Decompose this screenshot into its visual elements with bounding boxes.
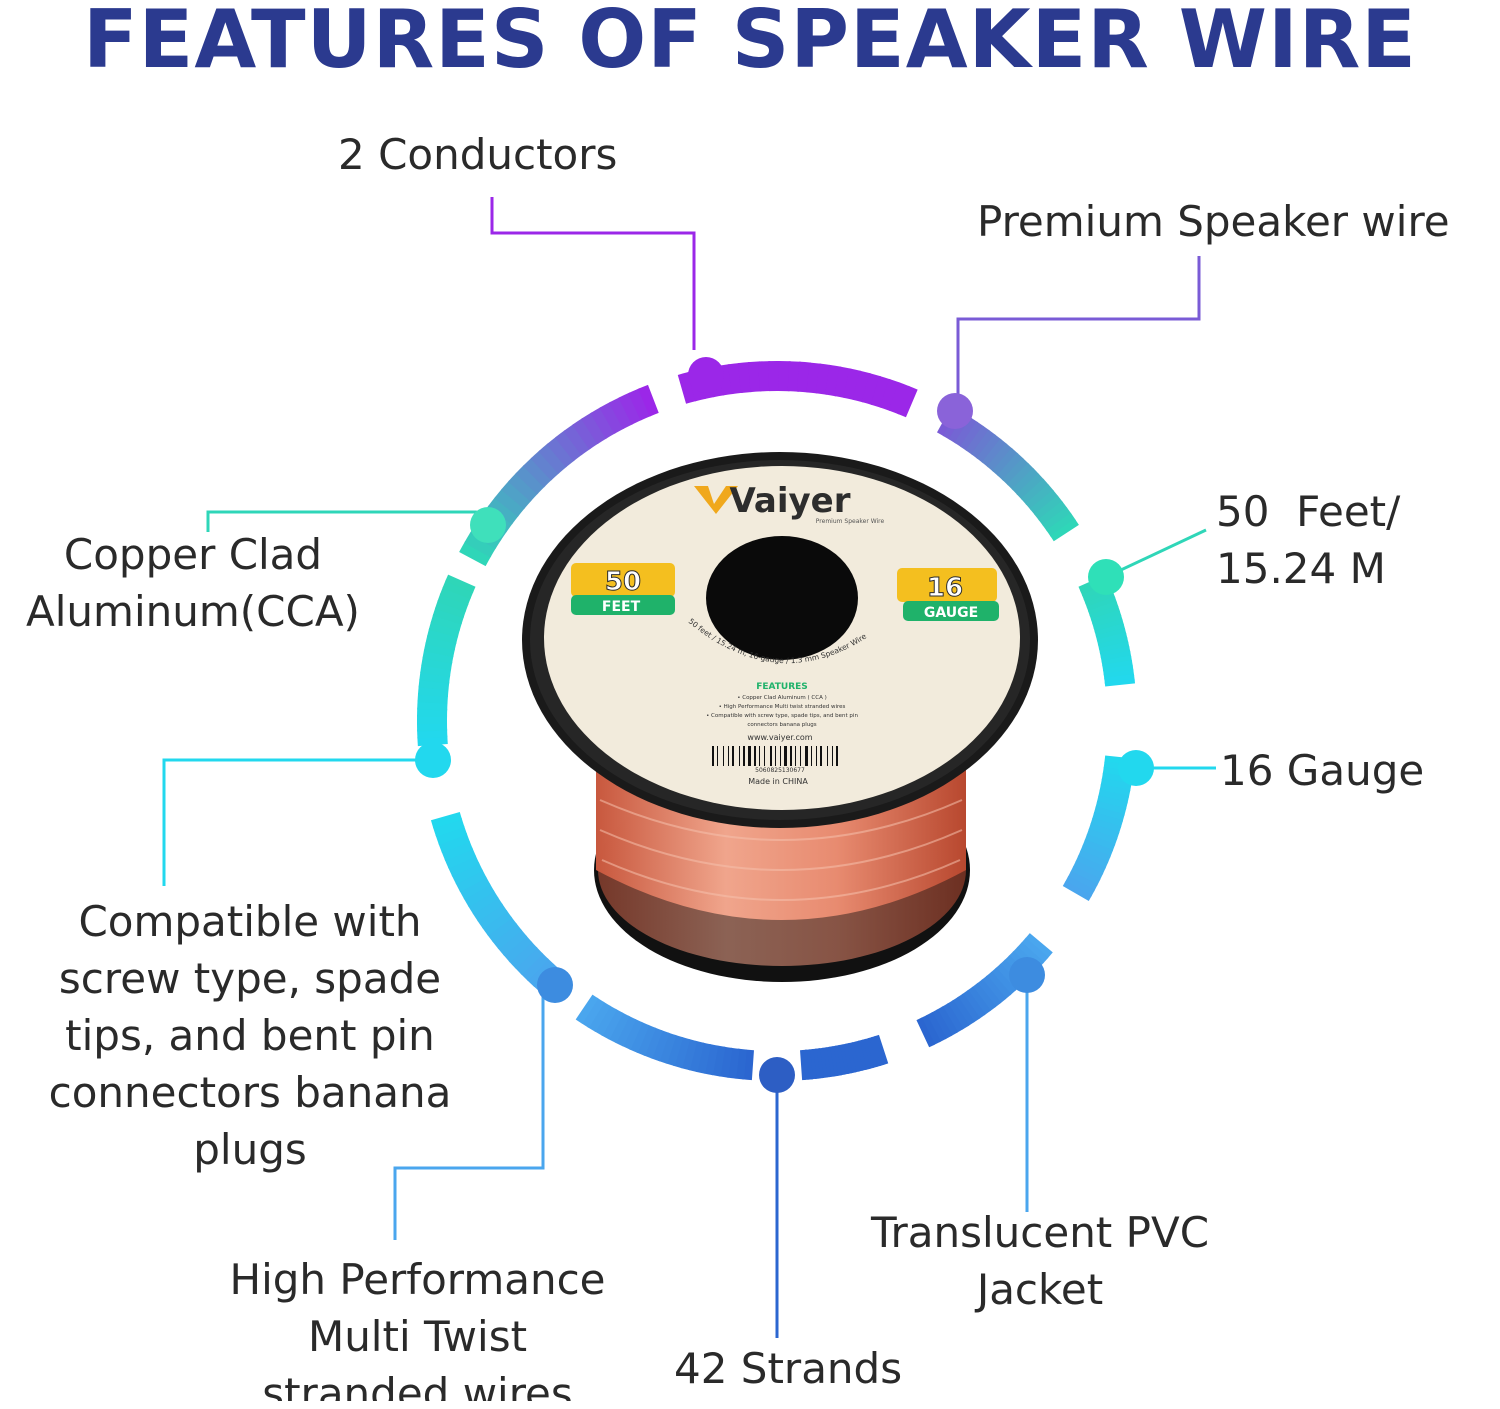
ring-segment <box>546 436 575 468</box>
feature-performance: High Performance Multi Twist stranded wi… <box>229 1255 606 1401</box>
length-badge: 50 FEET <box>571 563 675 615</box>
barcode-bar <box>795 746 796 766</box>
barcode-bar <box>784 746 787 766</box>
feature-compatible: Compatible with screw type, spade tips, … <box>48 897 452 1174</box>
connector-performance <box>393 985 545 1240</box>
ring-segment <box>638 384 659 417</box>
dot-performance <box>537 967 573 1003</box>
dot-strands <box>759 1057 795 1093</box>
ring-segment <box>494 488 526 517</box>
barcode-bar <box>832 746 833 766</box>
badge-length-value: 50 <box>605 567 641 597</box>
barcode-bar <box>805 746 808 766</box>
ring-segment <box>916 1017 936 1048</box>
barcode-bar <box>816 746 817 766</box>
badge-gauge-unit: GAUGE <box>924 605 978 621</box>
barcode-bar <box>820 746 822 766</box>
feature-cca: Copper Clad Aluminum(CCA) <box>26 530 360 636</box>
badge-gauge-value: 16 <box>927 573 963 603</box>
ring-segment <box>618 392 643 425</box>
barcode-bar <box>723 746 724 766</box>
barcode <box>712 746 838 766</box>
ring-segment <box>599 401 625 434</box>
connector-length <box>1105 528 1207 579</box>
brand-name: Vaiyer <box>729 481 850 521</box>
barcode-bar <box>728 746 729 766</box>
brand-tagline: Premium Speaker Wire <box>816 518 885 525</box>
ring-segment <box>501 480 532 510</box>
dot-cca <box>470 507 506 543</box>
feature-length: 50 Feet/ 15.24 M <box>1216 487 1401 593</box>
ring-segment <box>572 417 599 450</box>
barcode-bar <box>770 746 772 766</box>
barcode-bar <box>764 746 765 766</box>
barcode-bar <box>732 746 734 766</box>
barcode-bar <box>717 746 718 766</box>
spool-image: Vaiyer Premium Speaker Wire 50 FEET 16 G… <box>522 452 1038 982</box>
dot-gauge <box>1118 750 1154 786</box>
ring-segment <box>515 464 546 495</box>
dot-length <box>1088 559 1124 595</box>
gauge-badge: 16 GAUGE <box>897 568 999 621</box>
ring-segment <box>1104 678 1136 687</box>
connector-compatible <box>162 758 433 886</box>
feature-conductors: 2 Conductors <box>338 130 618 179</box>
barcode-bar <box>811 746 812 766</box>
barcode-bar <box>780 746 781 766</box>
ring-segment <box>897 385 918 418</box>
label-features-heading: FEATURES <box>756 682 808 692</box>
ring-segment <box>445 574 476 593</box>
ring-segment <box>1062 880 1092 901</box>
dot-jacket <box>1009 957 1045 993</box>
label-feature-line: connectors banana plugs <box>747 722 816 728</box>
ring-segment <box>430 811 463 829</box>
label-feature-line: • Copper Clad Aluminum ( CCA ) <box>737 695 827 701</box>
connector-conductors <box>490 197 696 350</box>
ring-segment <box>1050 518 1079 542</box>
feature-premium: Premium Speaker wire <box>977 197 1450 246</box>
label-feature-line: • Compatible with screw type, spade tips… <box>706 713 858 719</box>
ring-segment <box>538 443 568 474</box>
ring-segment <box>628 388 652 421</box>
ring-segment <box>590 406 616 439</box>
barcode-bar <box>790 746 792 766</box>
label-feature-line: • High Performance Multi twist stranded … <box>719 704 846 710</box>
ring-dots <box>415 357 1154 1093</box>
connector-premium <box>956 256 1201 395</box>
feature-jacket: Translucent PVC Jacket <box>870 1208 1210 1314</box>
ring-segment <box>581 412 608 445</box>
page-title: FEATURES OF SPEAKER WIRE <box>83 0 1417 86</box>
label-website: www.vaiyer.com <box>747 733 812 742</box>
barcode-bar <box>754 746 756 766</box>
barcode-bar <box>775 746 776 766</box>
brand-logo: Vaiyer Premium Speaker Wire <box>694 481 885 525</box>
barcode-bar <box>759 746 760 766</box>
ring-segment <box>554 430 583 462</box>
feature-strands: 42 Strands <box>674 1344 903 1393</box>
ring-segment <box>522 457 553 488</box>
ring-segment <box>508 472 539 502</box>
dot-premium <box>937 393 973 429</box>
barcode-bar <box>712 746 714 766</box>
badge-length-unit: FEET <box>602 599 641 615</box>
ring-segment <box>575 994 599 1024</box>
feature-gauge: 16 Gauge <box>1220 746 1425 795</box>
feature-ring <box>417 361 1136 1081</box>
dot-conductors <box>688 357 724 393</box>
dot-compatible <box>415 742 451 778</box>
barcode-bar <box>800 746 801 766</box>
ring-segment <box>563 423 591 456</box>
barcode-bar <box>743 746 745 766</box>
ring-segment <box>608 396 634 430</box>
label-origin: Made in CHINA <box>748 777 808 786</box>
barcode-bar <box>739 746 740 766</box>
barcode-bar <box>748 746 751 766</box>
ring-segment <box>530 450 560 481</box>
barcode-number: 5060825130677 <box>755 767 805 774</box>
ring-segment <box>459 540 492 567</box>
barcode-bar <box>836 746 838 766</box>
barcode-bar <box>827 746 828 766</box>
